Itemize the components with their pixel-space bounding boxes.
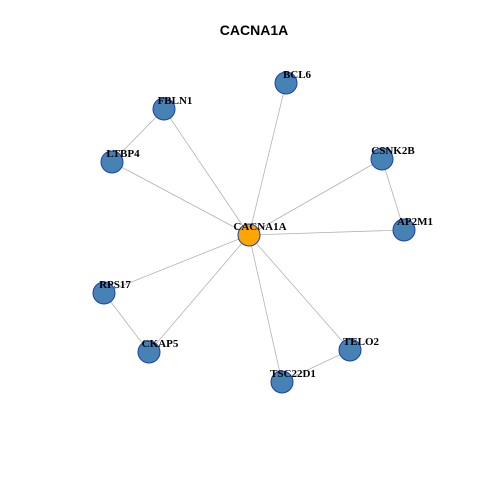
node-tsc22d1: TSC22D1 [270,368,316,394]
node-label-ap2m1: AP2M1 [397,216,433,228]
node-rps17: RPS17 [92,279,131,305]
edge-telo2-tsc22d1 [281,349,351,383]
node-circle-cacna1a [237,223,261,247]
node-label-tsc22d1: TSC22D1 [270,368,316,380]
edge-cacna1a-ckap5 [148,234,250,353]
node-ap2m1: AP2M1 [392,216,433,242]
node-circle-csnk2b [370,147,394,171]
node-circle-ltbp4 [100,150,124,174]
edge-fbln1-ltbp4 [111,108,165,163]
node-label-ltbp4: LTBP4 [106,148,140,160]
node-circle-telo2 [338,338,362,362]
edge-layer [103,82,405,383]
graph-title: CACNA1A [220,22,288,38]
node-ltbp4: LTBP4 [100,148,140,174]
edge-cacna1a-tsc22d1 [248,234,283,383]
node-circle-rps17 [92,281,116,305]
edge-cacna1a-telo2 [248,234,351,351]
edge-cacna1a-ltbp4 [111,161,250,236]
edge-csnk2b-ap2m1 [381,158,405,231]
node-circle-fbln1 [152,97,176,121]
node-fbln1: FBLN1 [152,95,193,121]
node-cacna1a: CACNA1A [233,221,287,247]
node-bcl6: BCL6 [274,69,312,95]
node-label-cacna1a: CACNA1A [233,221,286,233]
node-label-fbln1: FBLN1 [158,95,193,107]
node-circle-tsc22d1 [270,370,294,394]
node-label-rps17: RPS17 [99,279,131,291]
node-csnk2b: CSNK2B [370,145,415,171]
node-ckap5: CKAP5 [137,338,179,364]
node-circle-ap2m1 [392,218,416,242]
edge-cacna1a-bcl6 [248,82,287,236]
node-label-ckap5: CKAP5 [142,338,179,350]
edge-cacna1a-fbln1 [163,108,250,236]
node-label-bcl6: BCL6 [283,69,312,81]
edge-cacna1a-csnk2b [248,158,383,236]
node-telo2: TELO2 [338,336,380,362]
node-label-csnk2b: CSNK2B [371,145,415,157]
node-label-telo2: TELO2 [343,336,380,348]
edge-rps17-ckap5 [103,292,150,353]
node-circle-ckap5 [137,340,161,364]
edge-cacna1a-ap2m1 [248,229,405,236]
edge-cacna1a-rps17 [103,234,250,294]
node-circle-bcl6 [274,71,298,95]
